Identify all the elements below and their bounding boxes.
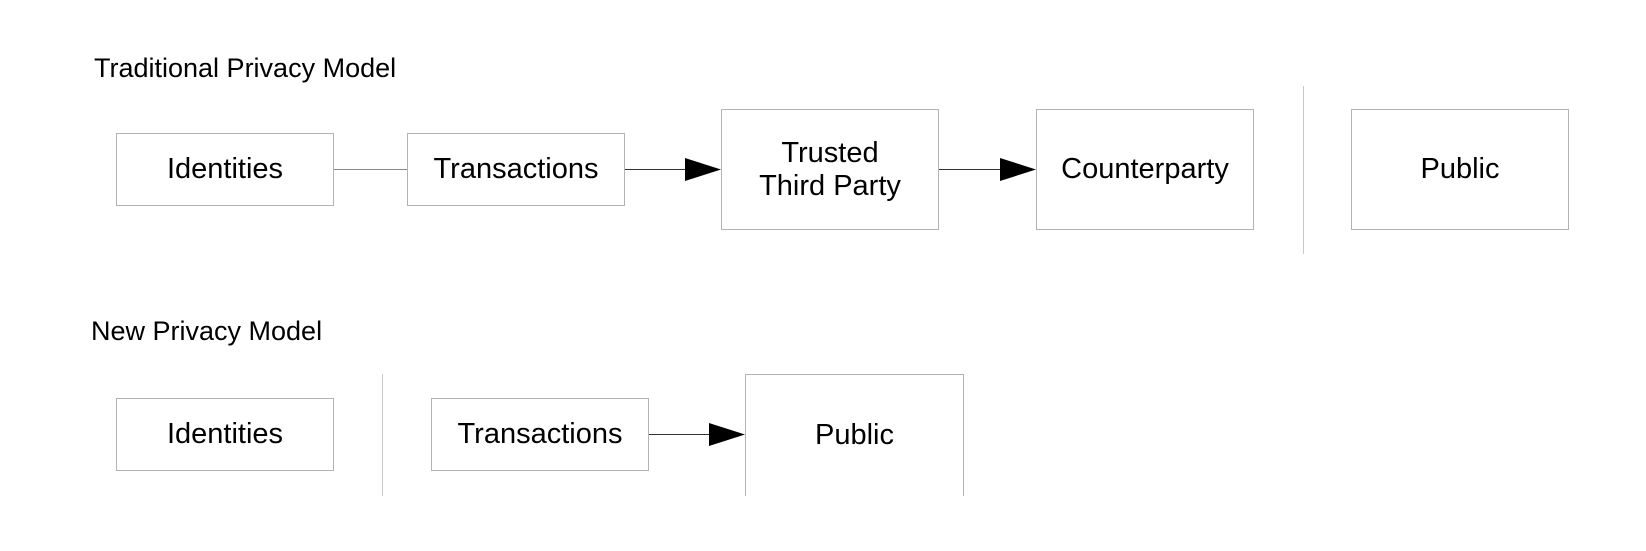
traditional-public-divider <box>1303 86 1304 254</box>
new-transactions-to-public-arrowhead <box>709 423 745 446</box>
ttp-to-counterparty-arrowhead <box>1000 158 1036 181</box>
traditional-model-title: Traditional Privacy Model <box>94 53 397 83</box>
counterparty-box: Counterparty <box>1036 109 1254 230</box>
new-transactions-box: Transactions <box>431 398 649 471</box>
new-model-title: New Privacy Model <box>91 316 323 346</box>
trusted-third-party-box: Trusted Third Party <box>721 109 939 230</box>
new-public-label: Public <box>815 419 894 451</box>
traditional-identities-label: Identities <box>166 153 284 185</box>
counterparty-label: Counterparty <box>1061 153 1229 185</box>
traditional-transactions-label: Transactions <box>433 153 599 185</box>
transactions-to-ttp-arrowhead <box>685 158 721 181</box>
trusted-third-party-label: Trusted Third Party <box>759 136 901 202</box>
new-identities-box: Identities <box>116 398 334 471</box>
new-transactions-label: Transactions <box>457 418 623 450</box>
traditional-transactions-box: Transactions <box>407 133 625 206</box>
traditional-public-box: Public <box>1351 109 1569 230</box>
identities-divider <box>382 374 383 496</box>
new-identities-label: Identities <box>166 418 284 450</box>
traditional-identities-box: Identities <box>116 133 334 206</box>
new-public-box: Public <box>745 374 964 496</box>
traditional-public-label: Public <box>1420 153 1500 185</box>
